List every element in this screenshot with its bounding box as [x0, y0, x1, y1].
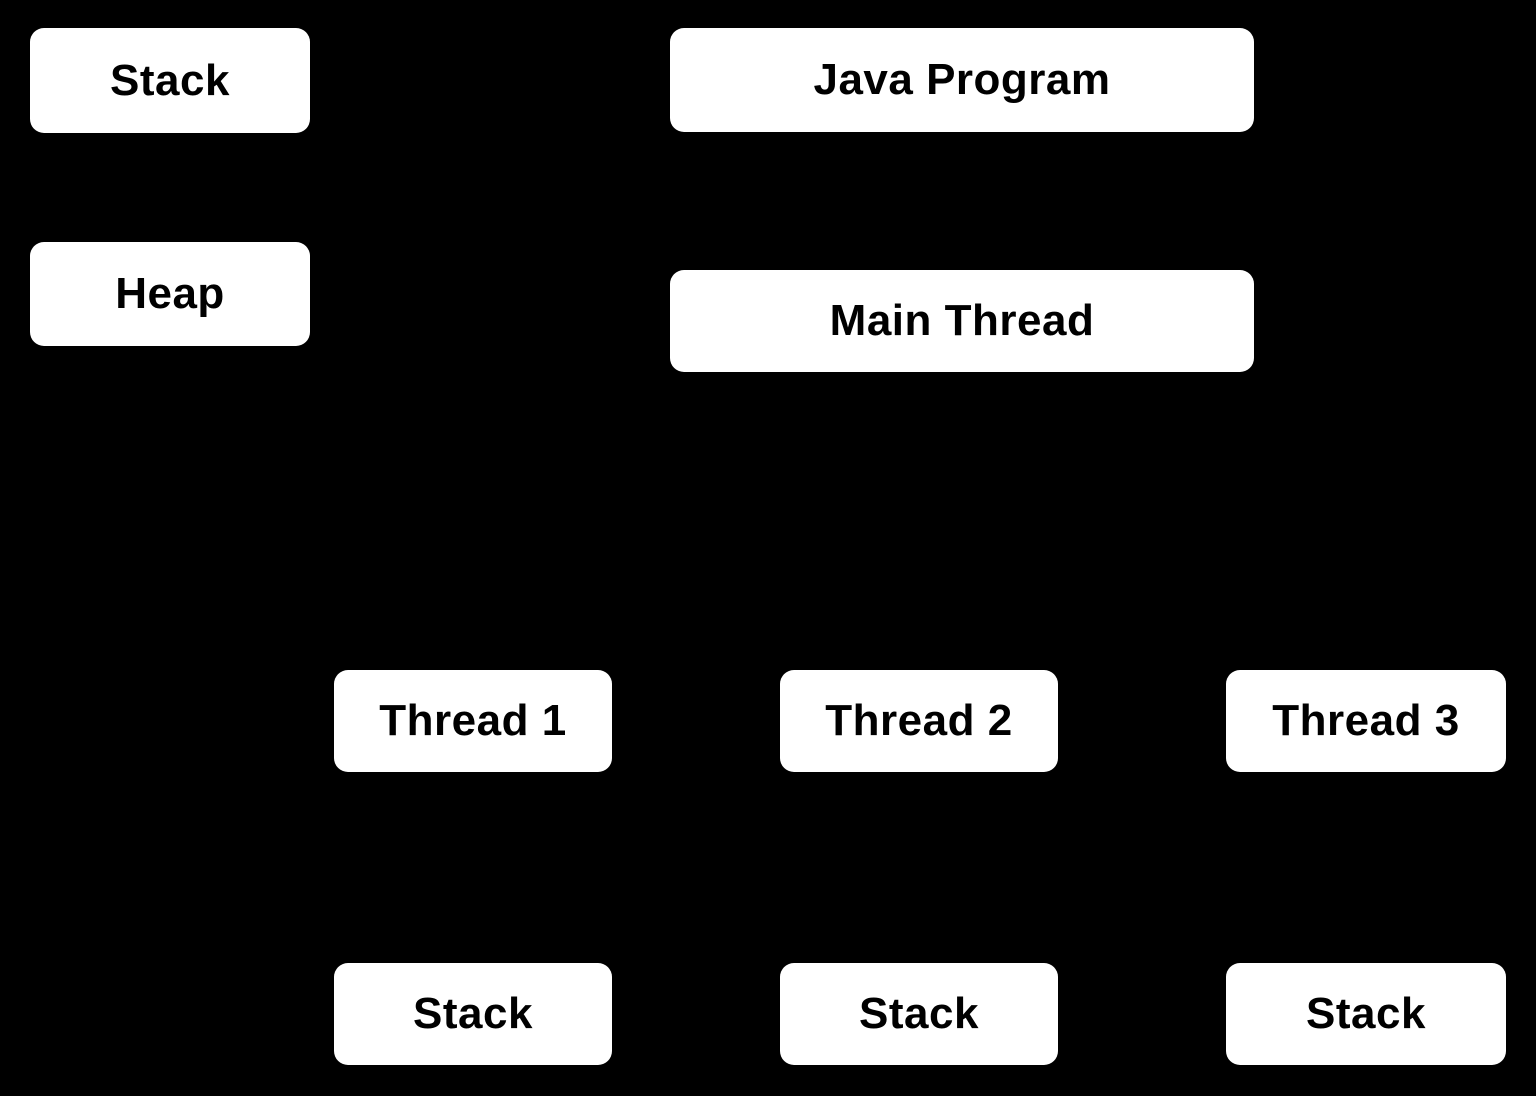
node-thread-2-label: Thread 2: [825, 696, 1013, 745]
node-thread-1-label: Thread 1: [379, 696, 567, 745]
node-heap-label: Heap: [115, 269, 225, 318]
node-thread-3-label: Thread 3: [1272, 696, 1460, 745]
node-heap: Heap: [30, 242, 310, 346]
node-stack-thread-2: Stack: [780, 963, 1058, 1065]
node-main-thread: Main Thread: [670, 270, 1254, 372]
node-java-program: Java Program: [670, 28, 1254, 132]
node-stack-thread-3-label: Stack: [1306, 989, 1426, 1038]
node-thread-1: Thread 1: [334, 670, 612, 772]
node-stack-top-left-label: Stack: [110, 55, 230, 105]
node-java-program-label: Java Program: [813, 55, 1111, 104]
node-stack-top-left: Stack: [30, 28, 310, 133]
node-stack-thread-2-label: Stack: [859, 989, 979, 1038]
node-main-thread-label: Main Thread: [829, 296, 1095, 345]
node-stack-thread-1: Stack: [334, 963, 612, 1065]
node-stack-thread-3: Stack: [1226, 963, 1506, 1065]
node-thread-3: Thread 3: [1226, 670, 1506, 772]
node-stack-thread-1-label: Stack: [413, 989, 533, 1038]
node-thread-2: Thread 2: [780, 670, 1058, 772]
